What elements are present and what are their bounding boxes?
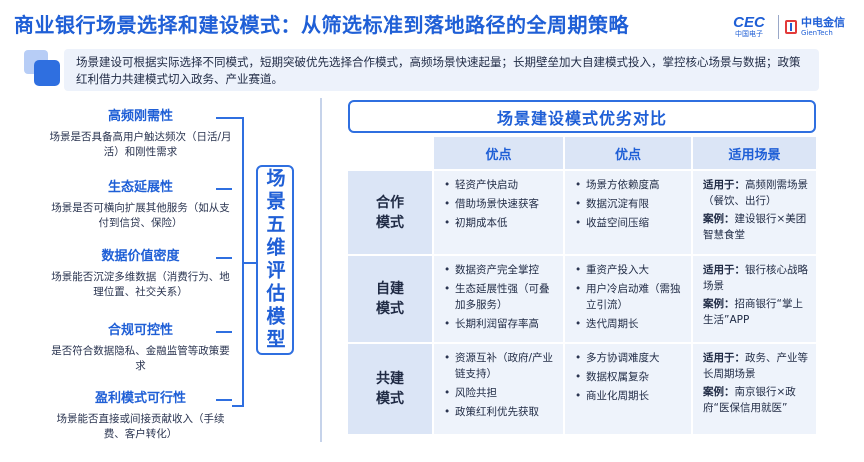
list-item: 迭代周期长 <box>575 316 685 332</box>
dimension-item: 合规可控性 是否符合数据隐私、金融监管等政策要求 <box>48 322 233 374</box>
dimension-item: 数据价值密度 场景能否沉淀多维数据（消费行为、地理位置、社交关系） <box>48 248 233 300</box>
intro-decoration-icon <box>24 50 60 86</box>
gientech-logo-zh: 中电金信 <box>801 15 845 29</box>
comparison-title: 场景建设模式优劣对比 <box>348 100 816 133</box>
mode-label: 合作模式 <box>348 171 432 254</box>
list-item: 场景方依赖度高 <box>575 177 685 193</box>
list-item: 风险共担 <box>444 385 557 401</box>
dimension-bracket <box>232 117 244 407</box>
column-header: 适用场景 <box>693 137 816 169</box>
applicable-label: 适用于： <box>703 352 745 364</box>
list-item: 借助场景快速获客 <box>444 196 557 212</box>
intro-summary: 场景建设可根据实际选择不同模式，短期突破优先选择合作模式，高频场景快速起量；长期… <box>64 49 819 91</box>
cec-logo-mark: CEC <box>733 14 765 31</box>
bracket-tick <box>216 331 232 333</box>
dimension-desc: 场景是否具备高用户触达频次（日活/月活）和刚性需求 <box>49 131 232 158</box>
case-value: 建设银行×美团智慧食堂 <box>703 213 807 241</box>
case-value: 南京银行×政府“医保信用就医” <box>703 386 796 414</box>
dimension-title: 盈利模式可行性 <box>94 391 186 406</box>
cec-logo: CEC 中国电子 <box>726 15 772 39</box>
dimension-title: 高频刚需性 <box>107 109 173 124</box>
dimension-title: 生态延展性 <box>107 180 173 195</box>
gientech-logo-icon <box>785 20 797 34</box>
applicable-value: 政务、产业等长周期场景 <box>703 352 808 380</box>
logo-divider <box>778 15 779 39</box>
list-item: 用户冷启动难（需独立引流） <box>575 281 685 313</box>
list-item: 数据资产完全掌控 <box>444 262 557 278</box>
list-item: 多方协调难度大 <box>575 350 685 366</box>
dimension-desc: 场景是否可横向扩展其他服务（如从支付到信贷、保险） <box>51 202 230 229</box>
case-label: 案例： <box>703 213 735 225</box>
advantages-cell: 轻资产快启动 借助场景快速获客 初期成本低 <box>434 171 563 254</box>
dimension-title: 数据价值密度 <box>101 249 180 264</box>
column-header: 优点 <box>434 137 563 169</box>
mode-label: 共建模式 <box>348 344 432 434</box>
gientech-logo-en: GienTech <box>801 28 833 37</box>
dimension-desc: 是否符合数据隐私、金融监管等政策要求 <box>51 345 230 372</box>
applicable-scene-cell: 适用于：政务、产业等长周期场景 案例：南京银行×政府“医保信用就医” <box>693 344 816 434</box>
list-item: 数据权属复杂 <box>575 369 685 385</box>
section-divider <box>320 98 322 442</box>
case-label: 案例： <box>703 298 735 310</box>
list-item: 政策红利优先获取 <box>444 404 557 420</box>
list-item: 生态延展性强（可叠加多服务） <box>444 281 557 313</box>
dimension-item: 高频刚需性 场景是否具备高用户触达频次（日活/月活）和刚性需求 <box>48 108 233 160</box>
advantages-cell: 数据资产完全掌控 生态延展性强（可叠加多服务） 长期利润留存率高 <box>434 256 563 342</box>
dimension-item: 生态延展性 场景是否可横向扩展其他服务（如从支付到信贷、保险） <box>48 179 233 231</box>
applicable-value: 高频刚需场景（餐饮、出行） <box>703 179 808 207</box>
bracket-tick <box>216 257 232 259</box>
cec-logo-text: 中国电子 <box>735 30 763 38</box>
evaluation-model-label: 场景五维评估模型 <box>256 165 294 355</box>
dimension-item: 盈利模式可行性 场景能否直接或间接贡献收入（手续费、客户转化） <box>48 390 233 442</box>
dimension-desc: 场景能否沉淀多维数据（消费行为、地理位置、社交关系） <box>51 271 230 298</box>
mode-label: 自建模式 <box>348 256 432 342</box>
applicable-value: 银行核心战略场景 <box>703 264 808 292</box>
bracket-tick <box>216 188 232 190</box>
list-item: 轻资产快启动 <box>444 177 557 193</box>
bracket-tick <box>216 399 232 401</box>
disadvantages-cell: 场景方依赖度高 数据沉淀有限 收益空间压缩 <box>565 171 691 254</box>
dimension-title: 合规可控性 <box>107 323 173 338</box>
applicable-scene-cell: 适用于：高频刚需场景（餐饮、出行） 案例：建设银行×美团智慧食堂 <box>693 171 816 254</box>
applicable-label: 适用于： <box>703 179 745 191</box>
bracket-tick <box>216 117 232 119</box>
page-title: 商业银行场景选择和建设模式：从筛选标准到落地路径的全周期策略 <box>14 13 629 37</box>
model-label-text: 场景五维评估模型 <box>263 168 286 352</box>
applicable-label: 适用于： <box>703 264 745 276</box>
company-logo: CEC 中国电子 中电金信 GienTech <box>726 10 850 44</box>
disadvantages-cell: 多方协调难度大 数据权属复杂 商业化周期长 <box>565 344 691 434</box>
bracket-connector <box>244 262 258 264</box>
advantages-cell: 资源互补（政府/产业链支持） 风险共担 政策红利优先获取 <box>434 344 563 434</box>
dimension-desc: 场景能否直接或间接贡献收入（手续费、客户转化） <box>56 413 225 440</box>
applicable-scene-cell: 适用于：银行核心战略场景 案例：招商银行“掌上生活”APP <box>693 256 816 342</box>
disadvantages-cell: 重资产投入大 用户冷启动难（需独立引流） 迭代周期长 <box>565 256 691 342</box>
list-item: 收益空间压缩 <box>575 215 685 231</box>
list-item: 资源互补（政府/产业链支持） <box>444 350 557 382</box>
column-header: 优点 <box>565 137 691 169</box>
list-item: 数据沉淀有限 <box>575 196 685 212</box>
list-item: 重资产投入大 <box>575 262 685 278</box>
case-label: 案例： <box>703 386 735 398</box>
case-value: 招商银行“掌上生活”APP <box>703 298 803 326</box>
gientech-logo: 中电金信 GienTech <box>785 15 845 38</box>
list-item: 长期利润留存率高 <box>444 316 557 332</box>
list-item: 初期成本低 <box>444 215 557 231</box>
list-item: 商业化周期长 <box>575 388 685 404</box>
